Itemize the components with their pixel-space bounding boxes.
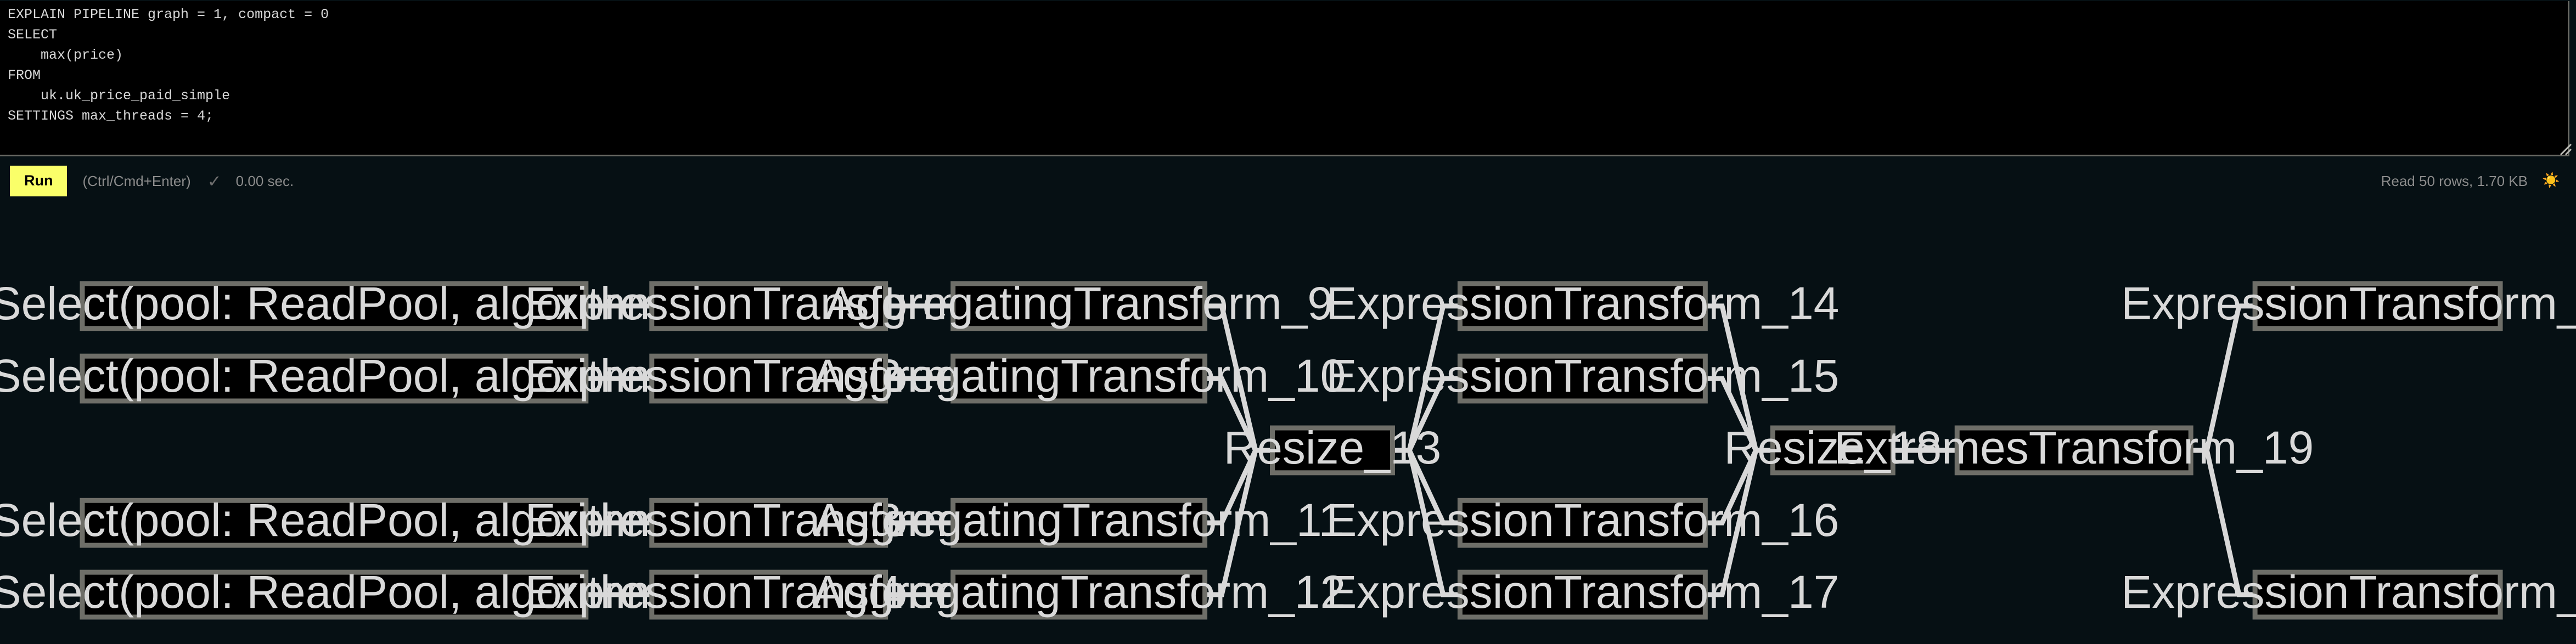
graph-node-box[interactable] bbox=[1954, 425, 2193, 476]
pipeline-graph-svg: MergeTreeSelect(pool: ReadPool, algorith… bbox=[0, 278, 2576, 620]
graph-node-box[interactable] bbox=[80, 353, 589, 404]
pipeline-graph-canvas[interactable]: MergeTreeSelect(pool: ReadPool, algorith… bbox=[0, 201, 2576, 644]
graph-node-box[interactable] bbox=[1457, 498, 1708, 548]
graph-node-expressiontransform-15[interactable]: ExpressionTransform_15 bbox=[1326, 350, 1839, 404]
graph-node-box[interactable] bbox=[80, 569, 589, 620]
graph-edge bbox=[1392, 376, 1460, 453]
graph-node-box[interactable] bbox=[950, 569, 1208, 620]
graph-node-box[interactable] bbox=[1270, 425, 1395, 476]
graph-node-expressiontransform-20[interactable]: ExpressionTransform_20 bbox=[2121, 278, 2576, 331]
graph-edge bbox=[2191, 448, 2256, 597]
graph-edge bbox=[1205, 448, 1273, 597]
graph-edge bbox=[1705, 448, 1773, 597]
graph-node-box[interactable] bbox=[2252, 281, 2503, 331]
graph-nodes-layer: MergeTreeSelect(pool: ReadPool, algorith… bbox=[0, 278, 2576, 620]
graph-edges-layer bbox=[586, 303, 2256, 597]
graph-node-box[interactable] bbox=[80, 498, 589, 548]
graph-node-box[interactable] bbox=[2252, 569, 2503, 620]
graph-node-expressiontransform-14[interactable]: ExpressionTransform_14 bbox=[1326, 278, 1839, 331]
graph-node-box[interactable] bbox=[1770, 425, 1896, 476]
graph-edge bbox=[2191, 303, 2256, 453]
graph-node-aggregatingtransform-11[interactable]: AggregatingTransform_11 bbox=[814, 494, 1344, 548]
graph-node-box[interactable] bbox=[649, 353, 888, 404]
graph-edge bbox=[1705, 376, 1773, 453]
graph-edge bbox=[1392, 448, 1460, 597]
graph-node-expressiontransform-21[interactable]: ExpressionTransform_21 bbox=[2121, 566, 2576, 620]
graph-node-aggregatingtransform-9[interactable]: AggregatingTransform_9 bbox=[825, 278, 1333, 331]
graph-node-box[interactable] bbox=[1457, 281, 1708, 331]
graph-node-aggregatingtransform-10[interactable]: AggregatingTransform_10 bbox=[812, 350, 1346, 404]
graph-node-extremestransform-19[interactable]: ExtremesTransform_19 bbox=[1834, 422, 2314, 476]
graph-node-expressiontransform-6[interactable]: ExpressionTransform_6 bbox=[525, 350, 1013, 404]
success-check-icon: ✓ bbox=[207, 171, 222, 191]
graph-node-expressiontransform-16[interactable]: ExpressionTransform_16 bbox=[1326, 494, 1839, 548]
query-toolbar: Run (Ctrl/Cmd+Enter) ✓ 0.00 sec. Read 50… bbox=[0, 161, 2576, 201]
graph-node-box[interactable] bbox=[649, 281, 888, 331]
graph-node-box[interactable] bbox=[950, 353, 1208, 404]
graph-node-aggregatingtransform-12[interactable]: AggregatingTransform_12 bbox=[812, 566, 1346, 620]
sun-icon[interactable]: ☀️ bbox=[2542, 172, 2560, 188]
graph-node-expressiontransform-5[interactable]: ExpressionTransform_5 bbox=[525, 278, 1013, 331]
graph-node-box[interactable] bbox=[950, 281, 1208, 331]
run-button[interactable]: Run bbox=[10, 166, 68, 196]
graph-node-box[interactable] bbox=[649, 498, 888, 548]
graph-node-box[interactable] bbox=[1457, 569, 1708, 620]
query-editor-panel bbox=[0, 0, 2576, 160]
run-shortcut-hint: (Ctrl/Cmd+Enter) bbox=[82, 172, 191, 189]
graph-edge bbox=[1205, 376, 1273, 453]
graph-node-box[interactable] bbox=[649, 569, 888, 620]
read-stats-label: Read 50 rows, 1.70 KB bbox=[2381, 172, 2528, 189]
graph-node-expressiontransform-8[interactable]: ExpressionTransform_8 bbox=[525, 566, 1013, 620]
graph-node-expressiontransform-17[interactable]: ExpressionTransform_17 bbox=[1326, 566, 1839, 620]
elapsed-time-label: 0.00 sec. bbox=[235, 172, 294, 189]
sql-query-input[interactable] bbox=[0, 1, 2569, 156]
graph-node-box[interactable] bbox=[80, 281, 589, 331]
graph-node-expressiontransform-7[interactable]: ExpressionTransform_7 bbox=[525, 494, 1013, 548]
graph-node-box[interactable] bbox=[1457, 353, 1708, 404]
graph-node-box[interactable] bbox=[950, 498, 1208, 548]
